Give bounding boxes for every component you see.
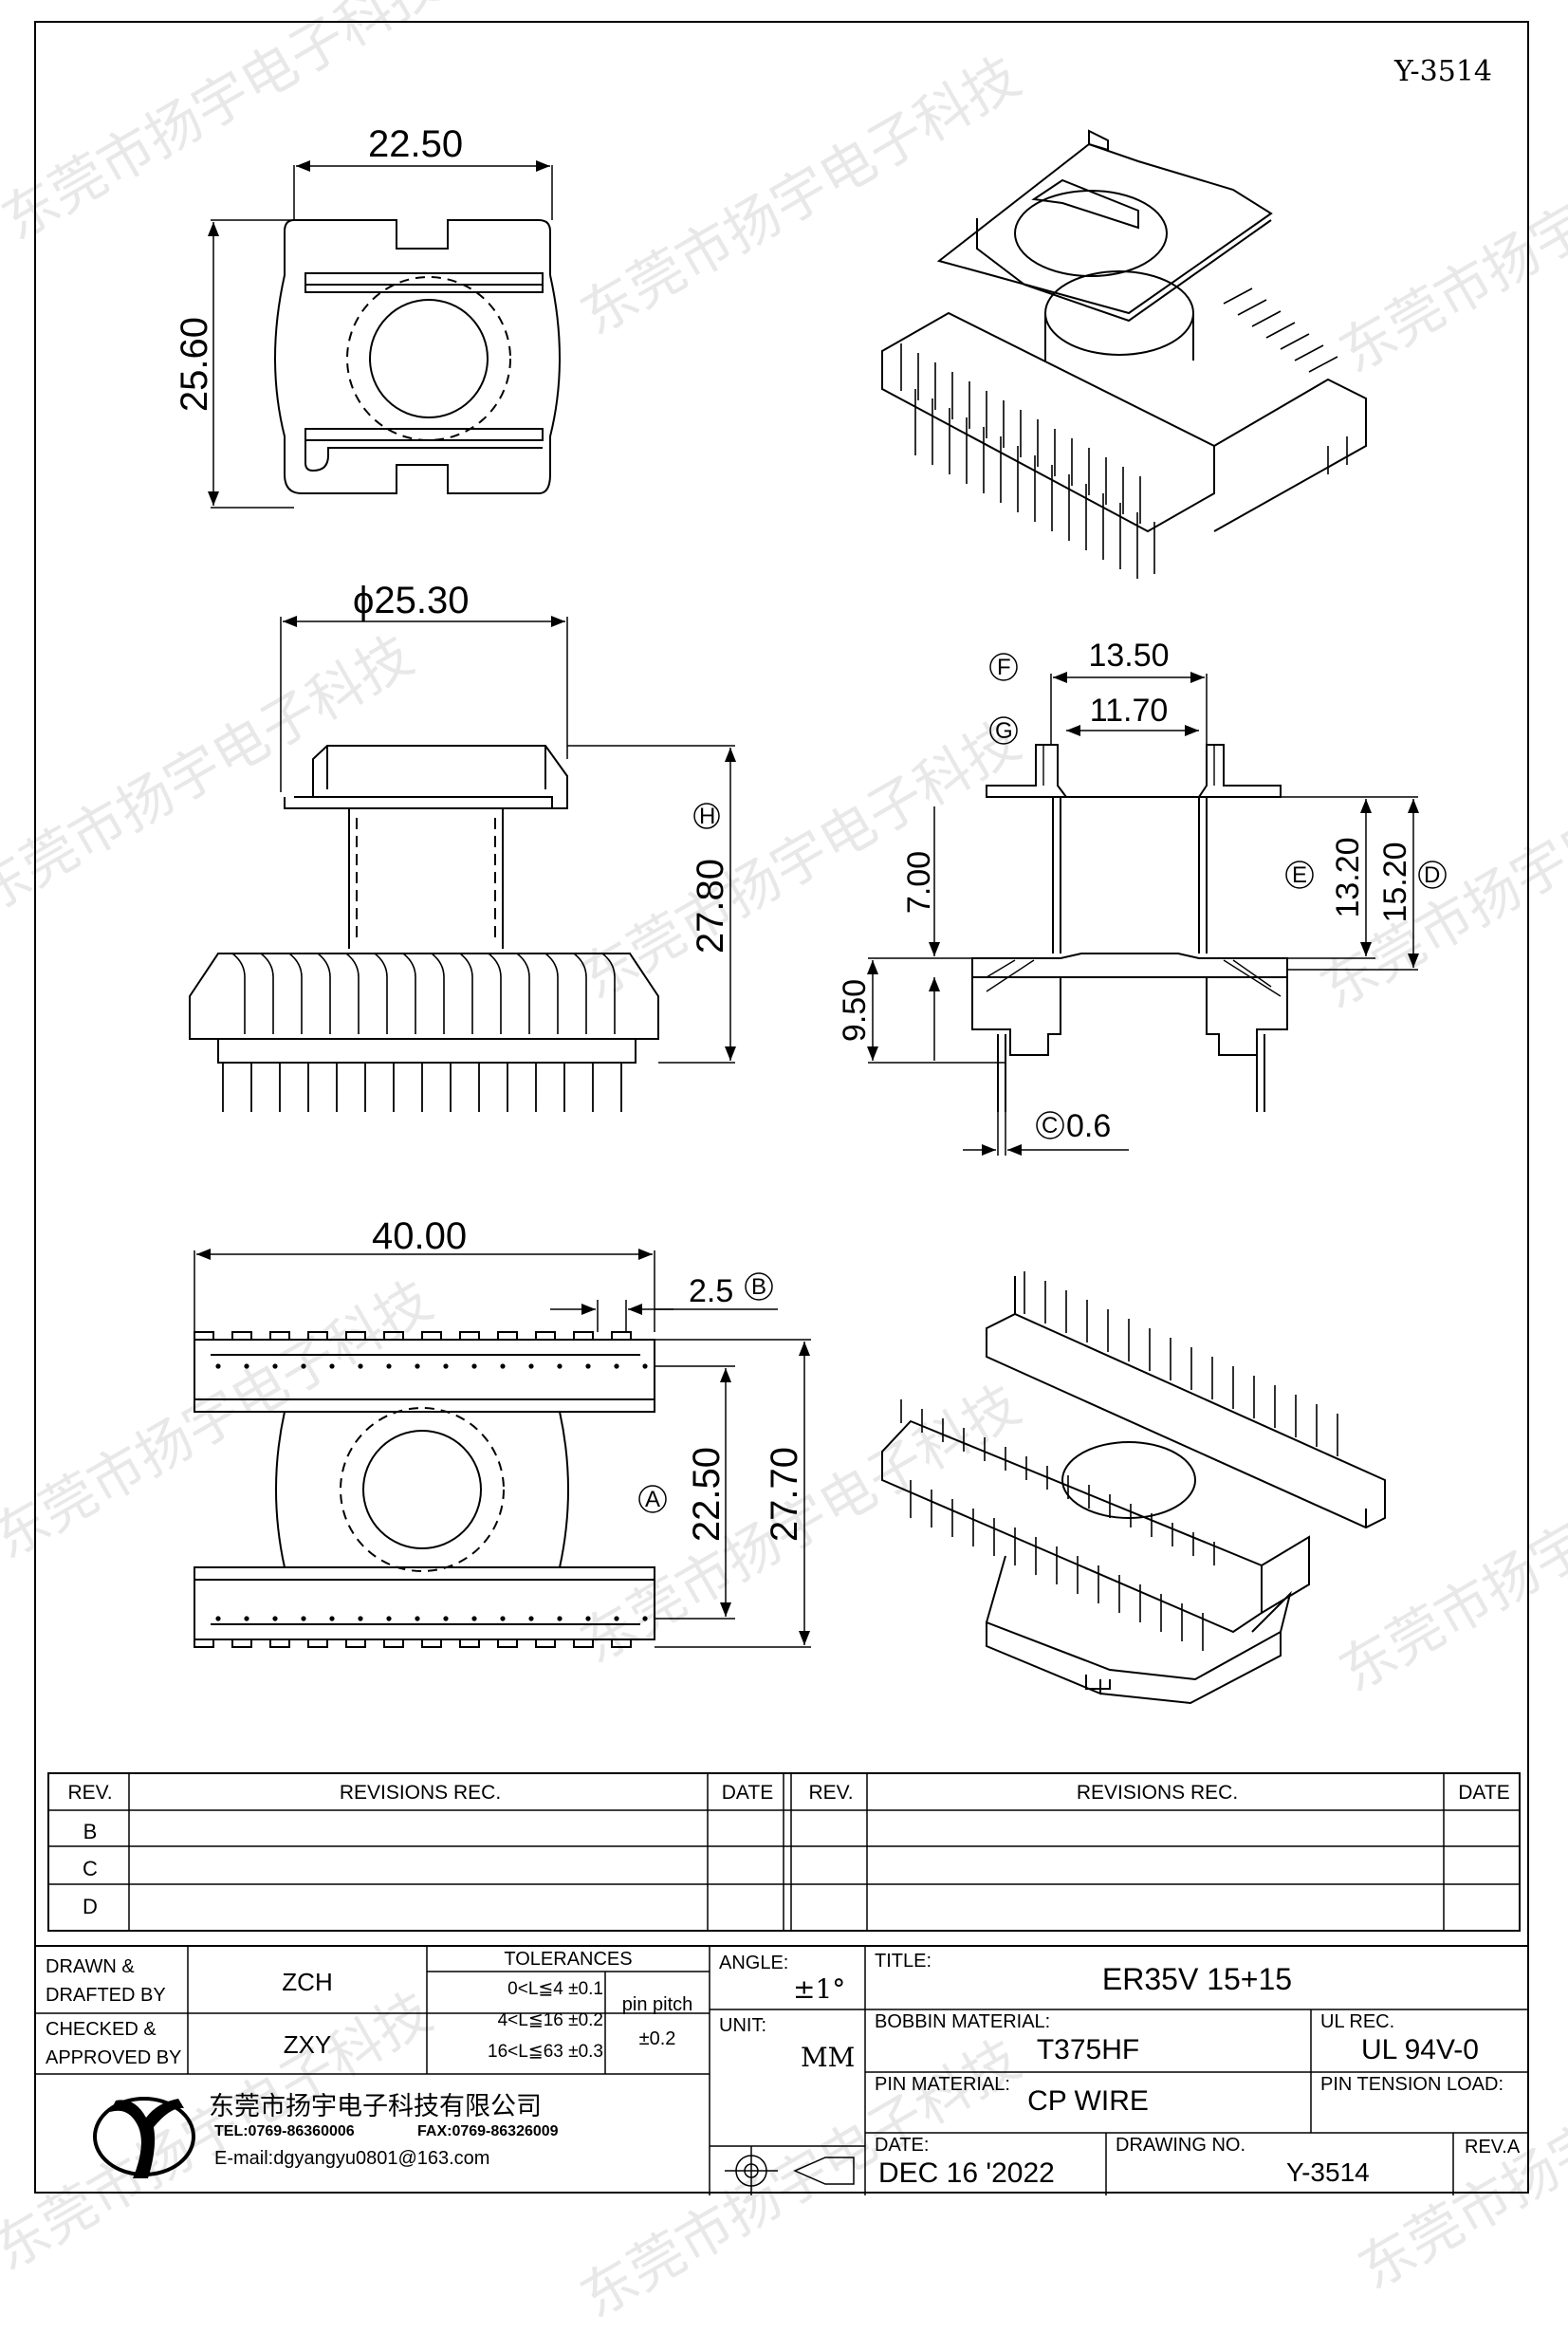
rev-row-label: B (83, 1820, 98, 1843)
unit-value: MM (801, 2042, 856, 2073)
company-logo (93, 2097, 195, 2178)
balloon-a (638, 1485, 667, 1513)
dim-top-height: 25.60 (174, 317, 215, 412)
balloon-g (989, 716, 1018, 745)
technical-drawing: 22.50 25.60 ϕ25.30 27.80 H 13.50 F 11.70… (174, 123, 1447, 1705)
unit-label: UNIT: (719, 2015, 766, 2036)
bobbin-material-value: T375HF (1036, 2034, 1140, 2065)
tolerance-row: 16<L≦63 ±0.3 (488, 2042, 603, 2062)
ul-rec-label: UL REC. (1320, 2011, 1395, 2032)
tag-c: C (1042, 1113, 1058, 1139)
pin-pitch-label: pin pitch (621, 1994, 693, 2015)
company-name: 东莞市扬宇电子科技有限公司 (209, 2092, 542, 2121)
rev-col-header: REV. (67, 1782, 113, 1804)
dim-pin-pitch: 2.5 (689, 1273, 733, 1309)
date-value: DEC 16 '2022 (878, 2157, 1055, 2189)
revisions-rec-header: REVISIONS REC. (1076, 1782, 1239, 1804)
drawing-code-top: Y-3514 (1394, 55, 1492, 88)
balloon-e (1285, 861, 1314, 889)
revision-label: REV.A (1465, 2137, 1521, 2157)
balloon-f (989, 653, 1018, 681)
balloon-h (693, 803, 720, 829)
tag-h: H (699, 804, 715, 829)
pin-material-value: CP WIRE (1027, 2085, 1149, 2117)
company-tel: TEL:0769-86360006 (214, 2123, 355, 2139)
rev-row-label: C (83, 1857, 98, 1880)
checked-label: CHECKED & APPROVED BY (46, 2019, 182, 2068)
tag-g: G (995, 718, 1013, 744)
revisions-table: REV. REVISIONS REC. DATE REV. REVISIONS … (47, 1772, 1521, 1932)
drawn-label: DRAWN & DRAFTED BY (46, 1956, 166, 2006)
drawn-value: ZCH (282, 1968, 333, 1996)
drawing-no-value: Y-3514 (1286, 2157, 1370, 2187)
tag-b: B (751, 1274, 766, 1300)
rev-row-label: D (83, 1895, 98, 1918)
dim-section-inner: 11.70 (1090, 693, 1169, 729)
ul-rec-value: UL 94V-0 (1361, 2034, 1479, 2065)
checked-value: ZXY (283, 2030, 332, 2059)
balloon-b (745, 1272, 773, 1301)
tolerance-row: 4<L≦16 ±0.2 (497, 2010, 603, 2030)
title-label: TITLE: (875, 1951, 932, 1972)
rev-col-header: REV. (808, 1782, 854, 1804)
dim-pin-dia: 0.6 (1066, 1108, 1111, 1144)
balloon-d (1418, 861, 1447, 889)
bottom-view (194, 1249, 811, 1648)
pin-tension-label: PIN TENSION LOAD: (1320, 2074, 1504, 2095)
top-view (208, 160, 561, 509)
date-col-header: DATE (721, 1782, 774, 1804)
tag-e: E (1292, 862, 1307, 888)
angle-value: ±1° (793, 1973, 846, 2005)
angle-label: ANGLE: (719, 1953, 789, 1973)
date-col-header: DATE (1458, 1782, 1510, 1804)
bobbin-material-label: BOBBIN MATERIAL: (875, 2011, 1051, 2032)
dim-section-outer: 13.50 (1088, 638, 1169, 674)
drawing-frame (34, 21, 1529, 2194)
title-block: DRAWN & DRAFTED BY ZCH CHECKED & APPROVE… (34, 1945, 1529, 2195)
dim-side-height: 27.80 (690, 859, 731, 954)
iso-view-bottom (881, 1271, 1386, 1705)
dim-bottom-width: 40.00 (372, 1215, 467, 1257)
side-view (189, 616, 736, 1112)
dim-section-d: 15.20 (1377, 842, 1413, 922)
section-view (867, 672, 1419, 1156)
dim-section-winding: 7.00 (901, 851, 937, 914)
dim-bottom-overall: 27.70 (764, 1447, 805, 1542)
dim-section-e: 13.20 (1330, 837, 1366, 917)
date-label: DATE: (875, 2135, 930, 2156)
tag-d: D (1424, 862, 1440, 888)
pin-material-label: PIN MATERIAL: (875, 2074, 1010, 2095)
tolerances-label: TOLERANCES (504, 1949, 633, 1970)
tag-f: F (997, 655, 1011, 680)
dim-section-base: 9.50 (837, 979, 873, 1042)
title-value: ER35V 15+15 (1101, 1962, 1293, 1996)
company-email: E-mail:dgyangyu0801@163.com (214, 2148, 490, 2169)
iso-view-top (881, 129, 1367, 579)
pin-pitch-tolerance: ±0.2 (638, 2028, 676, 2049)
tolerance-row: 0<L≦4 ±0.1 (507, 1979, 603, 1999)
dim-flange-dia: ϕ25.30 (353, 580, 470, 621)
company-fax: FAX:0769-86326009 (417, 2123, 559, 2139)
balloon-c (1036, 1111, 1064, 1139)
dim-top-width: 22.50 (368, 123, 463, 165)
revisions-rec-header: REVISIONS REC. (339, 1782, 502, 1804)
drawing-no-label: DRAWING NO. (1116, 2135, 1246, 2156)
dim-bottom-rows: 22.50 (686, 1447, 728, 1542)
tag-a: A (645, 1487, 660, 1512)
